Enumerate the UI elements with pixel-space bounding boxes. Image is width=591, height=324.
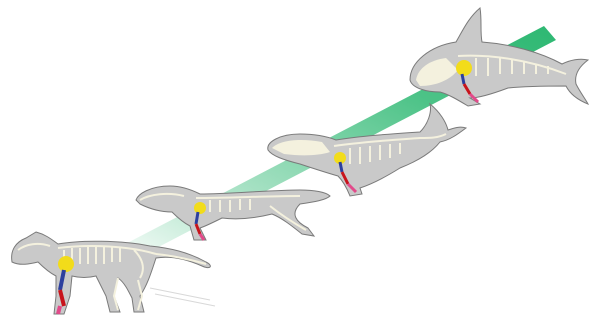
quadruped-shoulder-blade (58, 256, 74, 272)
amphibious-whale-shoulder-blade (194, 202, 206, 214)
early-whale (268, 104, 466, 196)
amphibious-whale-humerus (196, 212, 198, 224)
modern-whale-humerus (462, 74, 464, 84)
modern-whale-shoulder-blade (456, 60, 472, 76)
quadruped-ancestor (12, 232, 211, 314)
early-whale-humerus (340, 162, 342, 172)
quadruped-hand (58, 306, 60, 314)
ground-lines (150, 288, 215, 306)
modern-toothed-whale (410, 8, 588, 106)
